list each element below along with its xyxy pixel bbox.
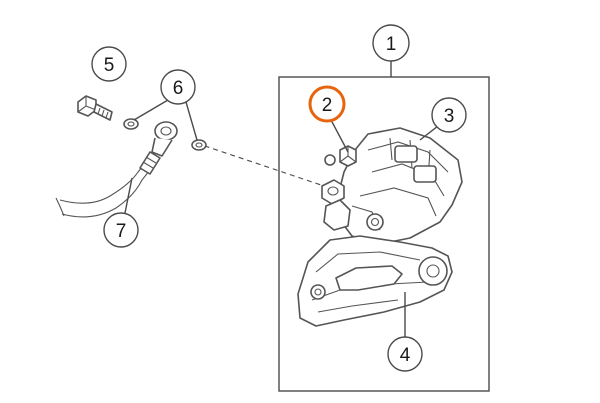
- callout-1: 1: [372, 24, 410, 62]
- callout-2-label: 2: [322, 95, 333, 116]
- callout-5: 5: [91, 46, 127, 82]
- caliper-bracket: [297, 235, 453, 327]
- assembly-frame: [278, 76, 490, 392]
- callout-7: 7: [103, 212, 139, 248]
- callout-3: 3: [431, 97, 467, 133]
- leader-lines: [124, 61, 439, 337]
- brake-hose: [55, 121, 178, 218]
- callout-6-label: 6: [173, 78, 184, 99]
- callout-3-label: 3: [444, 106, 455, 127]
- callout-2: 2: [308, 85, 346, 123]
- callout-7-label: 7: [116, 221, 127, 242]
- brake-caliper: [321, 127, 463, 245]
- callout-4: 4: [387, 336, 423, 372]
- callout-4-label: 4: [400, 345, 411, 366]
- banjo-bolt: [77, 95, 113, 121]
- callout-6: 6: [160, 69, 196, 105]
- callout-5-label: 5: [104, 55, 115, 76]
- alignment-dash-line: [195, 142, 331, 189]
- callout-1-label: 1: [386, 34, 397, 55]
- sealing-washers: [123, 118, 207, 151]
